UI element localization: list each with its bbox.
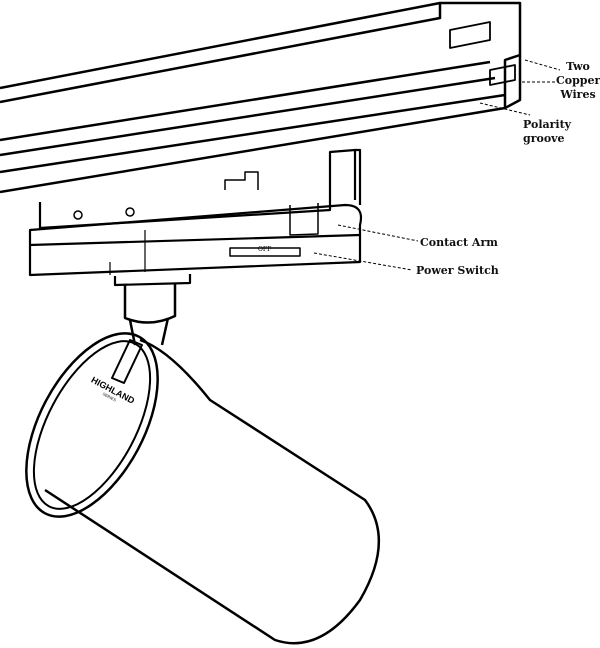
stem [123,283,177,346]
label-power-switch: Power Switch [416,264,499,277]
label-contact-arm: Contact Arm [420,236,498,249]
label-two-copper-wires: Two Copper Wires [556,60,600,101]
adapter [28,148,363,287]
track-rail [0,1,522,194]
switch-text: OFF [258,246,272,253]
leader-lines [313,59,561,271]
spotlight [25,332,381,645]
label-polarity-groove: Polarity groove [523,118,572,145]
